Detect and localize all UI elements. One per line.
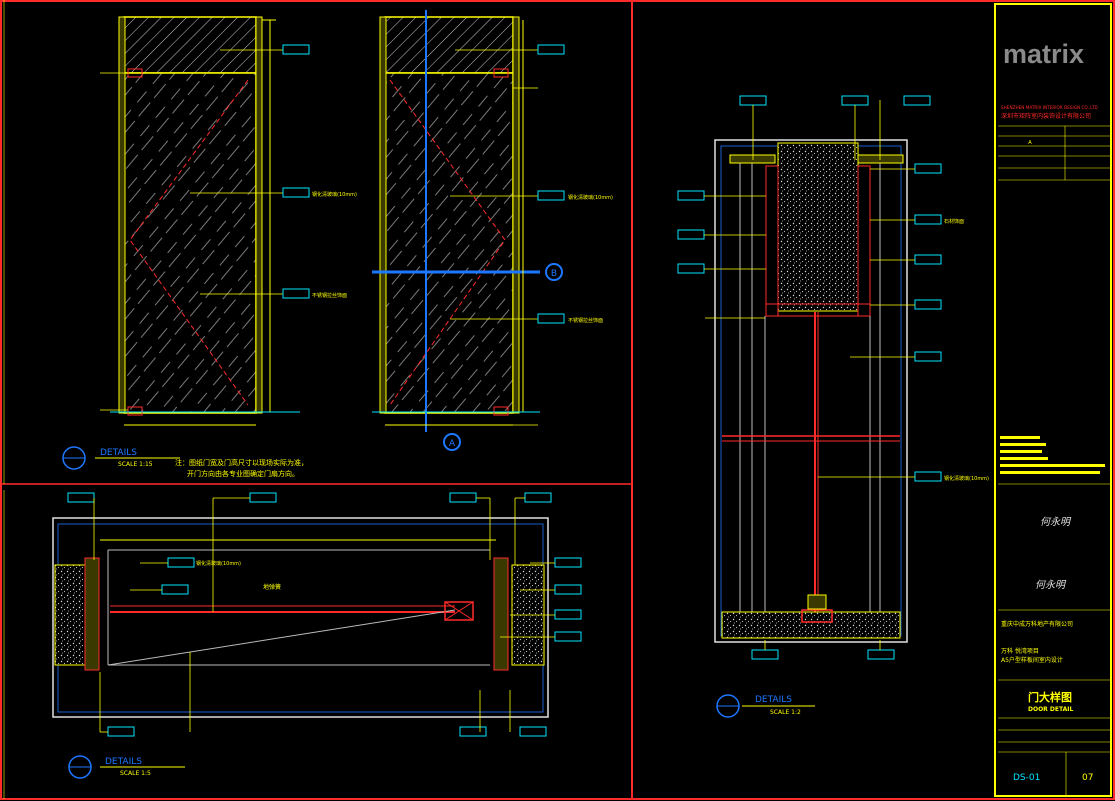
view-title-elevation: DETAILS SCALE 1:15 注：图纸门宽及门高尺寸以现场实际为准， 开… xyxy=(62,446,308,478)
callout-glass-right: 钢化清玻璃(10mm) xyxy=(568,194,613,201)
view-title-section: DETAILS SCALE 1:2 xyxy=(716,694,815,718)
view-section-scale: SCALE 1:2 xyxy=(770,709,801,716)
signature-1: 何永明 xyxy=(1040,516,1072,528)
view-section-label: DETAILS xyxy=(755,695,792,705)
company-name-en: SHENZHEN MATRIX INTERIOR DESIGN CO.,LTD xyxy=(1001,105,1098,110)
view-plan-scale: SCALE 1:5 xyxy=(120,770,151,777)
door-section-view: 钢化清玻璃(10mm) 石材饰面 xyxy=(677,95,989,660)
elevation-callouts xyxy=(100,49,538,426)
door-plan-view: 地弹簧 钢化清玻璃(10mm) xyxy=(52,492,582,737)
door-elevation-left xyxy=(110,16,300,426)
title-block: matrix SHENZHEN MATRIX INTERIOR DESIGN C… xyxy=(998,39,1110,795)
section-mark-b-label: B xyxy=(551,269,557,279)
signature-2: 何永明 xyxy=(1035,579,1067,591)
section-callout-stone: 石材饰面 xyxy=(944,218,964,225)
project-name-2: A5户型样板间室内设计 xyxy=(1001,656,1063,664)
view-title-plan: DETAILS SCALE 1:5 xyxy=(68,755,185,779)
elevation-tag-boxes xyxy=(282,44,565,324)
drawing-title-cn: 门大样图 xyxy=(1028,690,1072,704)
client-name: 重庆中成万科地产有限公司 xyxy=(1001,620,1073,628)
view-elevation-scale: SCALE 1:15 xyxy=(118,461,153,468)
view-elevation-label: DETAILS xyxy=(100,448,137,458)
view-elevation-note-2: 开门方向由各专业图确定门扇方向。 xyxy=(187,469,299,478)
plan-callout-glass: 钢化清玻璃(10mm) xyxy=(196,560,241,567)
section-mark-a-label: A xyxy=(449,439,456,449)
section-mark-b: B xyxy=(545,263,563,281)
callout-glass-left: 钢化清玻璃(10mm) xyxy=(312,191,357,198)
section-mark-a: A xyxy=(443,433,461,451)
project-name-1: 万科 悦湾项目 xyxy=(1001,647,1039,655)
view-plan-label: DETAILS xyxy=(105,757,142,767)
drawing-number: DS-01 xyxy=(1013,773,1040,783)
section-callout-glass: 钢化清玻璃(10mm) xyxy=(944,475,989,482)
callout-frame-left: 不锈钢拉丝饰面 xyxy=(312,292,347,299)
callout-frame-right: 不锈钢拉丝饰面 xyxy=(568,317,603,324)
company-logo: matrix xyxy=(1003,39,1084,69)
door-elevation-right xyxy=(372,10,540,432)
plan-callout-hinge: 地弹簧 xyxy=(263,583,281,591)
revision-mark: A xyxy=(1028,140,1032,146)
view-elevation-note-1: 注：图纸门宽及门高尺寸以现场实际为准， xyxy=(175,458,308,467)
sheet-number: 07 xyxy=(1082,773,1093,783)
drawing-title-en: DOOR DETAIL xyxy=(1028,706,1073,713)
company-name-cn: 深圳市矩阵室内装饰设计有限公司 xyxy=(1001,112,1091,120)
